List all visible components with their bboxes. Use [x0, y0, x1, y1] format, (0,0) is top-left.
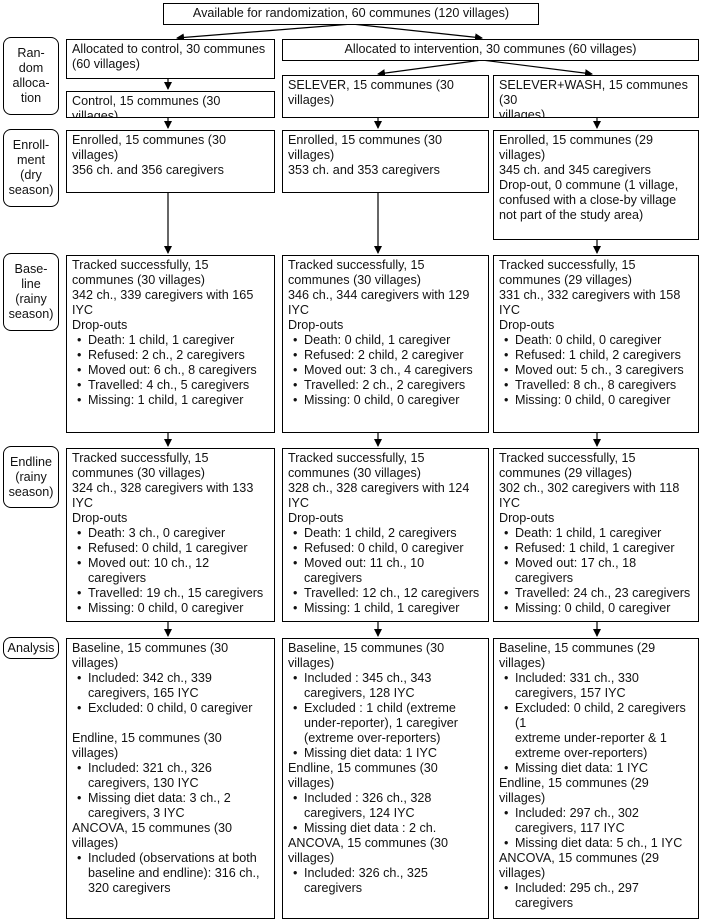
dropout-item: Refused: 0 child, 0 caregiver	[293, 541, 483, 556]
analysis-item: Excluded: 0 child, 2 caregivers (1 extre…	[504, 701, 693, 761]
dropout-item: Travelled: 8 ch., 8 caregivers	[504, 378, 693, 393]
dropout-item: Refused: 0 child, 1 caregiver	[77, 541, 269, 556]
enrolled-control-box: Enrolled, 15 communes (30 villages) 356 …	[66, 130, 275, 193]
dropout-item: Death: 3 ch., 0 caregiver	[77, 526, 269, 541]
dropout-item: Travelled: 19 ch., 15 caregivers	[77, 586, 269, 601]
dropout-item: Death: 1 child, 1 caregiver	[77, 333, 269, 348]
dropout-item: Refused: 1 child, 1 caregiver	[504, 541, 693, 556]
analysis-item: Missing diet data: 5 ch., 1 IYC	[504, 836, 693, 851]
dropout-item: Moved out: 17 ch., 18 caregivers	[504, 556, 693, 586]
analysis-item: Excluded : 1 child (extreme under-report…	[293, 701, 483, 746]
dropout-item: Moved out: 5 ch., 3 caregivers	[504, 363, 693, 378]
analysis-selever-box: Baseline, 15 communes (30 villages) Incl…	[282, 638, 489, 919]
baseline-selever-wash-box: Tracked successfully, 15 communes (29 vi…	[493, 255, 699, 433]
dropout-item: Refused: 2 ch., 2 caregivers	[77, 348, 269, 363]
analysis-selever-wash-box: Baseline, 15 communes (29 villages) Incl…	[493, 638, 699, 919]
dropout-item: Moved out: 3 ch., 4 caregivers	[293, 363, 483, 378]
analysis-item: Missing diet data : 2 ch.	[293, 821, 483, 836]
analysis-item: Included: 326 ch., 325 caregivers	[293, 866, 483, 896]
dropout-item: Death: 0 child, 1 caregiver	[293, 333, 483, 348]
arm-selever-box: SELEVER, 15 communes (30 villages)	[282, 75, 489, 118]
analysis-item: Included: 297 ch., 302 caregivers, 117 I…	[504, 806, 693, 836]
dropout-item: Missing: 0 child, 0 caregiver	[77, 601, 269, 616]
baseline-selever-box: Tracked successfully, 15 communes (30 vi…	[282, 255, 489, 433]
analysis-item: Excluded: 0 child, 0 caregiver	[77, 701, 269, 716]
analysis-item: Included : 326 ch., 328 caregivers, 124 …	[293, 791, 483, 821]
analysis-control-box: Baseline, 15 communes (30 villages) Incl…	[66, 638, 275, 919]
analysis-item: Missing diet data: 1 IYC	[504, 761, 693, 776]
stage-label-baseline: Base- line (rainy season)	[3, 253, 59, 331]
analysis-item: Missing diet data: 1 IYC	[293, 746, 483, 761]
arm-control-box: Control, 15 communes (30 villages)	[66, 91, 275, 118]
baseline-control-box: Tracked successfully, 15 communes (30 vi…	[66, 255, 275, 433]
dropout-item: Missing: 0 child, 0 caregiver	[504, 393, 693, 408]
analysis-item: Included : 345 ch., 343 caregivers, 128 …	[293, 671, 483, 701]
dropout-item: Missing: 1 child, 1 caregiver	[77, 393, 269, 408]
dropout-item: Moved out: 6 ch., 8 caregivers	[77, 363, 269, 378]
stage-label-allocation: Ran- dom alloca- tion	[3, 37, 59, 115]
analysis-item: Included: 321 ch., 326 caregivers, 130 I…	[77, 761, 269, 791]
dropout-item: Travelled: 4 ch., 5 caregivers	[77, 378, 269, 393]
analysis-item: Included: 295 ch., 297 caregivers	[504, 881, 693, 911]
endline-selever-box: Tracked successfully, 15 communes (30 vi…	[282, 448, 489, 622]
stage-label-enrollment: Enroll- ment (dry season)	[3, 129, 59, 207]
dropout-item: Moved out: 11 ch., 10 caregivers	[293, 556, 483, 586]
dropout-item: Death: 1 child, 1 caregiver	[504, 526, 693, 541]
dropout-item: Travelled: 12 ch., 12 caregivers	[293, 586, 483, 601]
dropout-item: Moved out: 10 ch., 12 caregivers	[77, 556, 269, 586]
allocated-control-box: Allocated to control, 30 communes (60 vi…	[66, 39, 275, 79]
enrolled-selever-wash-box: Enrolled, 15 communes (29 villages) 345 …	[493, 130, 699, 240]
stage-label-analysis: Analysis	[3, 637, 59, 659]
randomization-box: Available for randomization, 60 communes…	[163, 3, 539, 25]
endline-selever-wash-box: Tracked successfully, 15 communes (29 vi…	[493, 448, 699, 622]
dropout-item: Missing: 0 child, 0 caregiver	[293, 393, 483, 408]
allocated-intervention-box: Allocated to intervention, 30 communes (…	[282, 39, 699, 61]
dropout-item: Travelled: 2 ch., 2 caregivers	[293, 378, 483, 393]
dropout-item: Travelled: 24 ch., 23 caregivers	[504, 586, 693, 601]
enrolled-selever-box: Enrolled, 15 communes (30 villages) 353 …	[282, 130, 489, 193]
endline-control-box: Tracked successfully, 15 communes (30 vi…	[66, 448, 275, 622]
dropout-item: Death: 0 child, 0 caregiver	[504, 333, 693, 348]
dropout-item: Refused: 1 child, 2 caregivers	[504, 348, 693, 363]
dropout-item: Death: 1 child, 2 caregivers	[293, 526, 483, 541]
analysis-item: Included: 331 ch., 330 caregivers, 157 I…	[504, 671, 693, 701]
dropout-item: Missing: 1 child, 1 caregiver	[293, 601, 483, 616]
dropout-item: Missing: 0 child, 0 caregiver	[504, 601, 693, 616]
analysis-item: Included: 342 ch., 339 caregivers, 165 I…	[77, 671, 269, 701]
analysis-item: Included (observations at both baseline …	[77, 851, 269, 896]
arm-selever-wash-box: SELEVER+WASH, 15 communes (30 villages)	[493, 75, 699, 118]
analysis-item: Missing diet data: 3 ch., 2 caregivers, …	[77, 791, 269, 821]
stage-label-endline: Endline (rainy season)	[3, 446, 59, 508]
dropout-item: Refused: 2 child, 2 caregiver	[293, 348, 483, 363]
